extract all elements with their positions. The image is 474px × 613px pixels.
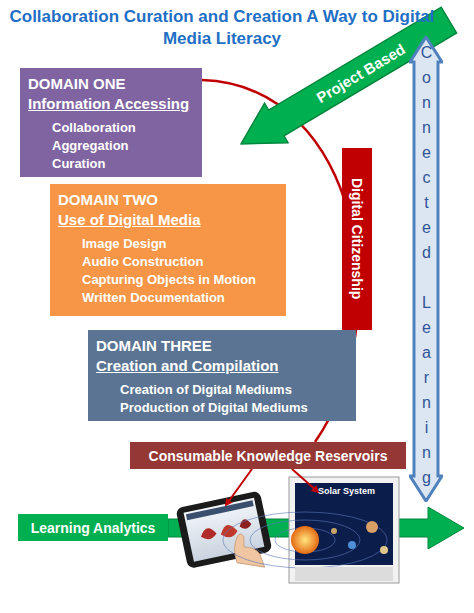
solar-system-illustration bbox=[223, 477, 399, 583]
domain-subheading: Information Accessing bbox=[28, 94, 196, 114]
vertical-letters: Connected Learning bbox=[417, 44, 435, 494]
arrow-text: Project Based bbox=[313, 40, 408, 106]
domain-item: Curation bbox=[52, 155, 196, 173]
domain-item: Creation of Digital Mediums bbox=[120, 381, 350, 399]
reservoir-arrow bbox=[226, 469, 252, 505]
vertical-text: Digital Citizenship bbox=[349, 178, 365, 299]
domain-subheading: Use of Digital Media bbox=[58, 210, 280, 230]
reservoir-arrow bbox=[292, 469, 318, 492]
domain-item: Image Design bbox=[82, 235, 280, 253]
domain-box: DOMAIN ONEInformation AccessingCollabora… bbox=[20, 68, 202, 177]
box-text: Consumable Knowledge Reservoirs bbox=[149, 448, 388, 464]
citizenship-bar: Digital Citizenship bbox=[342, 148, 372, 330]
box-text: Learning Analytics bbox=[31, 520, 156, 536]
domain-box: DOMAIN TWOUse of Digital MediaImage Desi… bbox=[50, 184, 286, 316]
domain-box: DOMAIN THREECreation and CompilationCrea… bbox=[88, 330, 356, 421]
domain-item: Written Documentation bbox=[82, 289, 280, 307]
domain-item: Capturing Objects in Motion bbox=[82, 271, 280, 289]
connected-arrow: Connected Learning bbox=[409, 36, 443, 502]
label-box: Learning Analytics bbox=[18, 514, 168, 541]
domain-subheading: Creation and Compilation bbox=[96, 356, 350, 376]
label-box: Consumable Knowledge Reservoirs bbox=[130, 442, 406, 469]
diagram-title: Collaboration Curation and Creation A Wa… bbox=[0, 6, 444, 50]
domain-item: Audio Construction bbox=[82, 253, 280, 271]
arrow-text-wrap: Connected Learning bbox=[409, 36, 443, 502]
image-label: Solar System bbox=[318, 486, 375, 496]
domain-item: Aggregation bbox=[52, 137, 196, 155]
domain-heading: DOMAIN THREE bbox=[96, 336, 350, 356]
domain-heading: DOMAIN ONE bbox=[28, 74, 196, 94]
domain-item: Collaboration bbox=[52, 119, 196, 137]
arrow-outline bbox=[410, 37, 442, 501]
domain-heading: DOMAIN TWO bbox=[58, 190, 280, 210]
domain-item: Production of Digital Mediums bbox=[120, 399, 350, 417]
